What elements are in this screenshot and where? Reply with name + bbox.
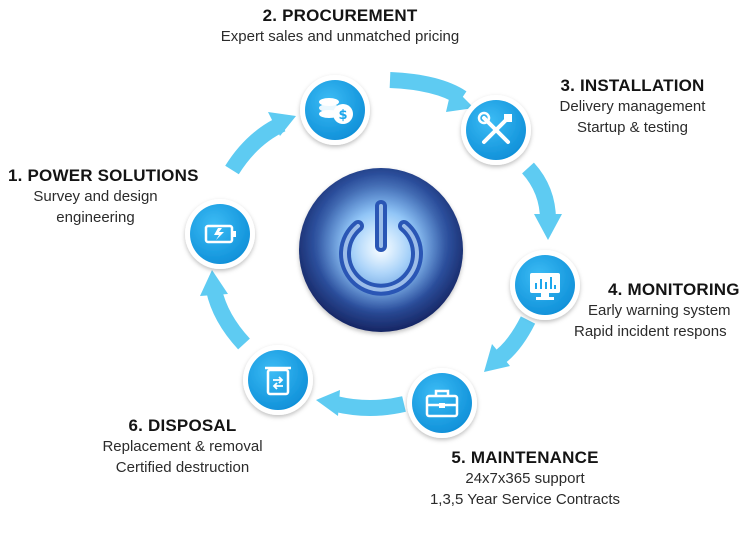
arrow-3-to-4	[521, 162, 556, 221]
step-2-title: 2. PROCUREMENT	[262, 6, 418, 25]
step-5-node	[407, 368, 477, 438]
arrow-6-to-1-head	[200, 270, 228, 296]
step-1-line-2: engineering	[56, 209, 135, 226]
step-3-line-2: Startup & testing	[577, 119, 688, 136]
arrow-2-to-3-head	[446, 86, 474, 112]
arrow-6-to-1	[206, 288, 250, 350]
step-5-line-1: 24x7x365 support	[465, 470, 585, 487]
cycle-arrows	[200, 72, 562, 416]
step-5-title: 5. MAINTENANCE	[451, 448, 599, 467]
step-5-line-2: 1,3,5 Year Service Contracts	[429, 491, 621, 508]
step-1-label: 1. POWER SOLUTIONS Survey and design eng…	[8, 166, 208, 228]
step-1-node	[185, 199, 255, 269]
arrow-5-to-6	[334, 396, 406, 416]
arrow-4-to-5	[491, 316, 536, 367]
step-6-line-2: Certified destruction	[115, 459, 250, 476]
toolbox-icon	[425, 389, 459, 418]
coins-dollar-icon: $	[319, 98, 353, 124]
step-6-label: 6. DISPOSAL Replacement & removal Certif…	[80, 416, 285, 478]
step-3-title: 3. INSTALLATION	[560, 76, 705, 95]
step-5-label: 5. MAINTENANCE 24x7x365 support 1,3,5 Ye…	[400, 448, 650, 510]
step-2-node: $	[300, 75, 370, 145]
step-4-line-1: Early warning system	[588, 302, 731, 319]
step-1-title: 1. POWER SOLUTIONS	[8, 166, 199, 185]
step-4-line-2: Rapid incident respons	[574, 323, 727, 340]
arrow-4-to-5-head	[484, 344, 510, 372]
arrow-5-to-6-head	[316, 390, 340, 416]
step-4-node	[510, 250, 580, 320]
step-1-line-1: Survey and design	[33, 188, 158, 205]
step-6-line-1: Replacement & removal	[102, 438, 263, 455]
step-3-node	[461, 95, 531, 165]
power-button-icon	[299, 168, 463, 332]
arrow-3-to-4-head	[534, 214, 562, 240]
monitor-chart-icon	[530, 273, 560, 300]
arrow-1-to-2-head	[268, 112, 296, 136]
battery-icon	[204, 224, 236, 244]
arrow-1-to-2	[225, 116, 286, 175]
step-2-line-1: Expert sales and unmatched pricing	[220, 28, 460, 45]
step-6-node	[243, 345, 313, 415]
step-3-line-1: Delivery management	[559, 98, 706, 115]
svg-text:$: $	[338, 108, 347, 123]
step-4-title: 4. MONITORING	[608, 280, 740, 299]
wrench-screwdriver-icon	[477, 111, 512, 144]
step-3-label: 3. INSTALLATION Delivery management Star…	[540, 76, 725, 138]
step-4-label: 4. MONITORING Early warning system Rapid…	[574, 280, 755, 342]
step-6-title: 6. DISPOSAL	[128, 416, 237, 435]
step-2-label: 2. PROCUREMENT Expert sales and unmatche…	[180, 6, 500, 47]
recycle-bin-icon	[265, 366, 291, 396]
